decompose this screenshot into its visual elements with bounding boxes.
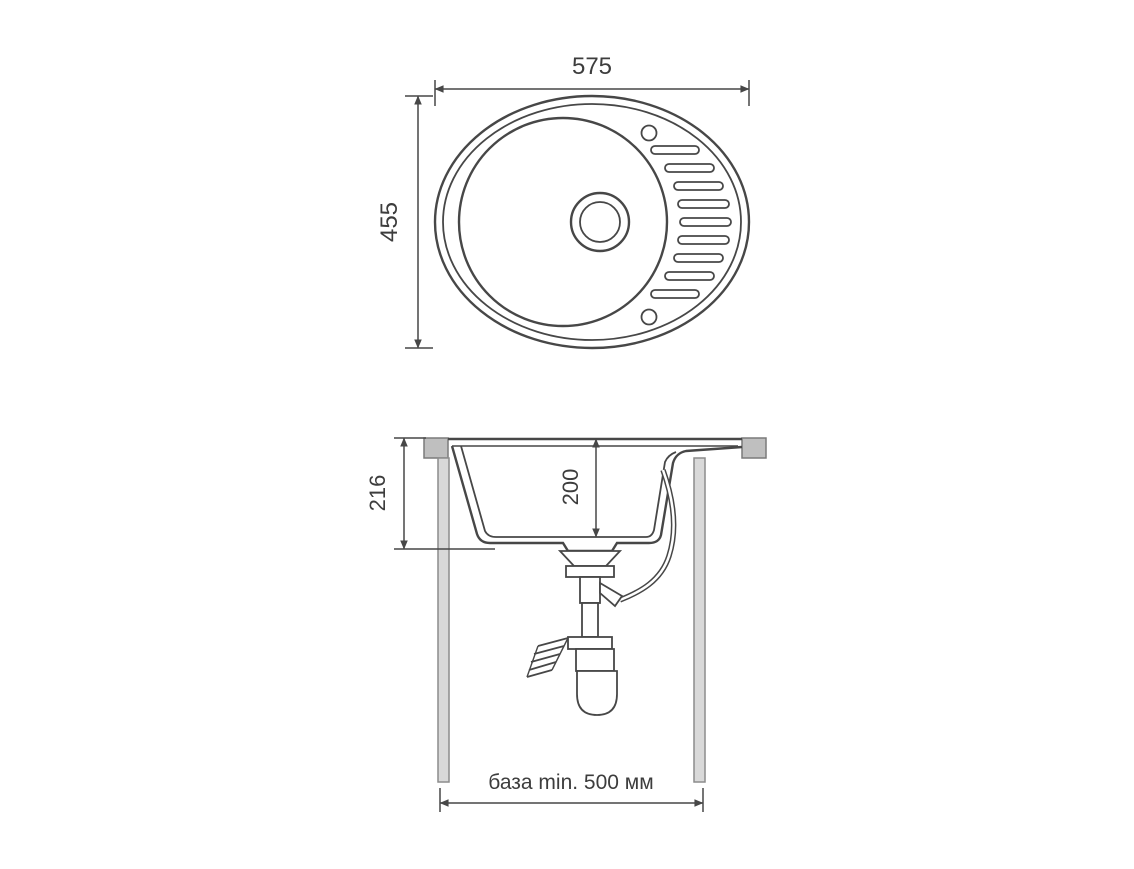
dim-height-label: 455 — [376, 202, 403, 242]
dim-base-width: база min. 500 мм — [439, 771, 704, 812]
cabinet-leg-left — [437, 457, 450, 783]
sink-top-view — [433, 94, 751, 350]
drain-inner-circle — [579, 201, 621, 243]
siphon-trap-body — [575, 648, 615, 672]
bowl-circle — [457, 116, 669, 328]
dim-total-depth-label: 216 — [365, 475, 390, 512]
cabinet-leg-right — [693, 457, 706, 783]
drainboard-rib — [679, 217, 732, 227]
overflow-pipe — [618, 469, 677, 603]
sink-section-view: 216 200 база min. 500 мм — [365, 437, 767, 812]
mount-hole-bottom — [640, 308, 658, 326]
drainboard-rib — [650, 289, 700, 299]
dim-base-label: база min. 500 мм — [488, 771, 653, 794]
corrugated-connector — [526, 637, 569, 678]
drainboard-rib — [664, 271, 715, 281]
bowl-outer-profile — [450, 445, 743, 553]
siphon-nut — [567, 636, 613, 650]
dim-bowl-depth-label: 200 — [558, 469, 583, 506]
dim-bowl-depth: 200 — [558, 438, 600, 538]
mount-hole-top — [640, 124, 658, 142]
drainboard-rib — [673, 253, 724, 263]
lock-nut — [565, 565, 615, 578]
drainboard-ribs — [650, 145, 732, 299]
dim-width-label: 575 — [572, 53, 612, 80]
bowl-inner-profile — [460, 445, 677, 538]
drain-flange — [557, 550, 623, 567]
sink-inner-rim — [442, 103, 742, 341]
tail-pipe-lower — [581, 602, 599, 638]
drain-plumbing — [526, 550, 624, 716]
overflow-branch — [599, 581, 624, 608]
drainboard-rib — [673, 181, 724, 191]
drainboard-rib — [650, 145, 700, 155]
trap-cup — [576, 670, 618, 716]
dim-total-depth: 216 — [365, 437, 495, 550]
dim-width: 575 — [434, 53, 750, 106]
tail-pipe-upper — [579, 576, 601, 604]
drainboard-rib — [677, 235, 730, 245]
drainboard-rib — [677, 199, 730, 209]
counter-block-left — [423, 437, 449, 459]
dim-height: 455 — [376, 95, 433, 349]
counter-block-right — [741, 437, 767, 459]
drainboard-rib — [664, 163, 715, 173]
